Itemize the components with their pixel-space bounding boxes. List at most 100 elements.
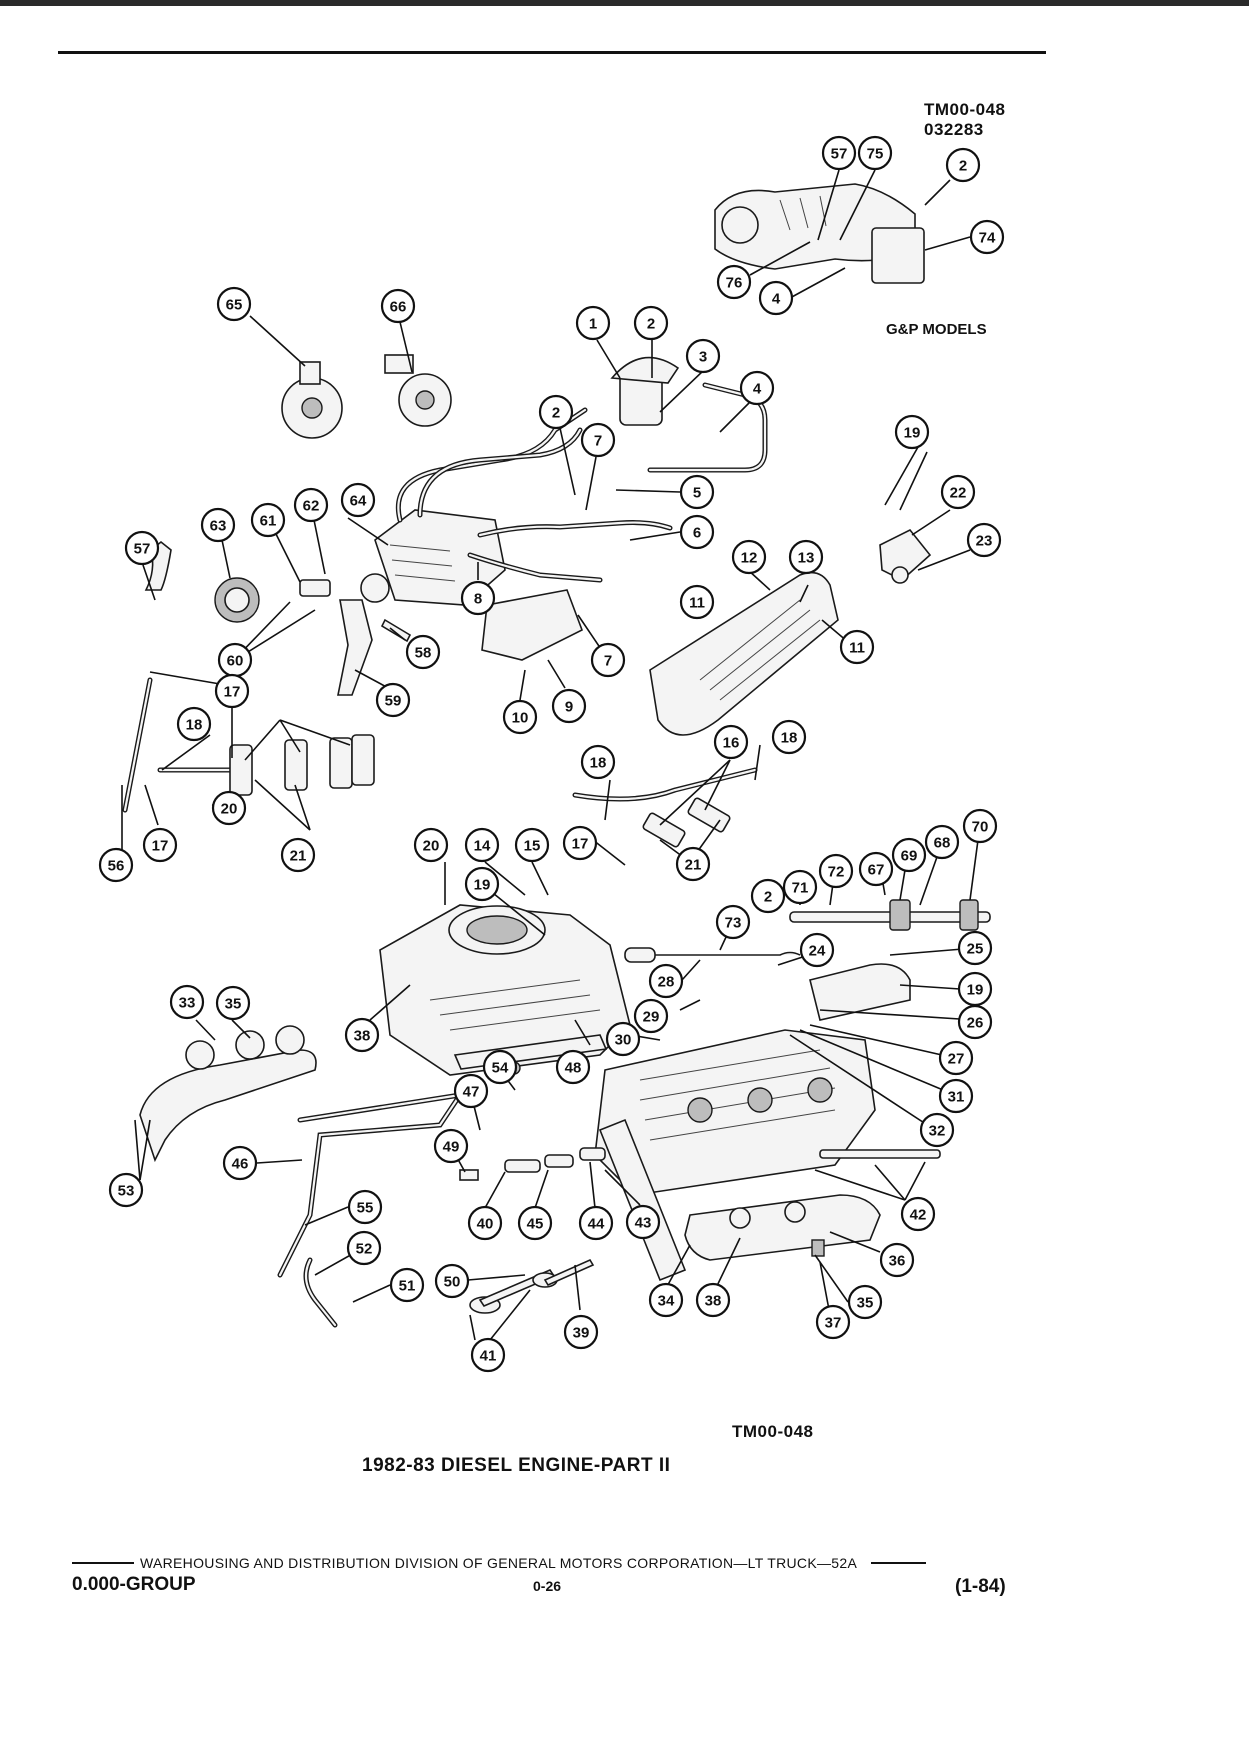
- svg-text:17: 17: [572, 836, 589, 853]
- callout-15: 15: [514, 827, 550, 863]
- callout-23: 23: [966, 522, 1002, 558]
- cylinder-head: [594, 963, 911, 1282]
- callout-27: 27: [938, 1040, 974, 1076]
- callout-20: 20: [211, 790, 247, 826]
- callout-41: 41: [470, 1337, 506, 1373]
- svg-text:29: 29: [643, 1009, 660, 1026]
- callout-8: 8: [460, 580, 496, 616]
- callout-35: 35: [215, 985, 251, 1021]
- callout-42: 42: [900, 1196, 936, 1232]
- svg-text:62: 62: [303, 498, 320, 515]
- svg-text:24: 24: [809, 943, 826, 960]
- svg-text:18: 18: [186, 717, 203, 734]
- callout-30: 30: [605, 1021, 641, 1057]
- svg-text:59: 59: [385, 693, 402, 710]
- svg-text:60: 60: [227, 653, 244, 670]
- callout-47: 47: [453, 1073, 489, 1109]
- callout-62: 62: [293, 487, 329, 523]
- svg-text:50: 50: [444, 1274, 461, 1291]
- svg-text:21: 21: [685, 857, 702, 874]
- svg-text:9: 9: [565, 699, 573, 716]
- svg-text:20: 20: [221, 801, 238, 818]
- callout-26: 26: [957, 1004, 993, 1040]
- svg-text:31: 31: [948, 1089, 965, 1106]
- callout-2: 2: [750, 878, 786, 914]
- svg-text:30: 30: [615, 1032, 632, 1049]
- svg-text:71: 71: [792, 880, 809, 897]
- svg-text:20: 20: [423, 838, 440, 855]
- svg-text:69: 69: [901, 848, 918, 865]
- svg-text:2: 2: [647, 316, 655, 333]
- callout-14: 14: [464, 827, 500, 863]
- svg-text:73: 73: [725, 915, 742, 932]
- callout-64: 64: [340, 482, 376, 518]
- callout-70: 70: [962, 808, 998, 844]
- svg-text:55: 55: [357, 1200, 374, 1217]
- callout-12: 12: [731, 539, 767, 575]
- svg-text:19: 19: [904, 425, 921, 442]
- svg-text:61: 61: [260, 513, 277, 530]
- callout-21: 21: [280, 837, 316, 873]
- callout-16: 16: [713, 724, 749, 760]
- callout-37: 37: [815, 1304, 851, 1340]
- footer-division-line: WAREHOUSING AND DISTRIBUTION DIVISION OF…: [72, 1555, 927, 1571]
- svg-text:44: 44: [588, 1216, 605, 1233]
- callout-13: 13: [788, 539, 824, 575]
- svg-text:49: 49: [443, 1139, 460, 1156]
- svg-text:11: 11: [689, 595, 705, 612]
- callout-72: 72: [818, 853, 854, 889]
- callout-18: 18: [176, 706, 212, 742]
- svg-text:75: 75: [867, 146, 884, 163]
- svg-text:18: 18: [781, 730, 798, 747]
- svg-text:39: 39: [573, 1325, 590, 1342]
- svg-text:65: 65: [226, 297, 243, 314]
- callout-51: 51: [389, 1267, 425, 1303]
- callout-7: 7: [590, 642, 626, 678]
- svg-text:19: 19: [474, 877, 491, 894]
- svg-text:48: 48: [565, 1060, 582, 1077]
- callout-2: 2: [538, 394, 574, 430]
- callout-76: 76: [716, 264, 752, 300]
- svg-text:6: 6: [693, 525, 701, 542]
- callout-34: 34: [648, 1282, 684, 1318]
- callout-19: 19: [464, 866, 500, 902]
- reference-date: 032283: [924, 120, 984, 139]
- fuel-return-lines-left: [122, 540, 375, 813]
- callout-63: 63: [200, 507, 236, 543]
- reference-code: TM00-048: [924, 100, 1006, 119]
- callout-2: 2: [945, 147, 981, 183]
- svg-text:22: 22: [950, 485, 967, 502]
- callout-11: 11: [679, 584, 715, 620]
- svg-text:21: 21: [290, 848, 307, 865]
- svg-text:13: 13: [798, 550, 815, 567]
- callout-45: 45: [517, 1205, 553, 1241]
- intake-manifold: [379, 904, 631, 1076]
- callout-17: 17: [214, 673, 250, 709]
- callout-46: 46: [222, 1145, 258, 1181]
- callout-67: 67: [858, 851, 894, 887]
- callout-17: 17: [142, 827, 178, 863]
- svg-text:47: 47: [463, 1084, 480, 1101]
- callout-53: 53: [108, 1172, 144, 1208]
- svg-text:64: 64: [350, 493, 367, 510]
- callout-22: 22: [940, 474, 976, 510]
- svg-text:28: 28: [658, 974, 675, 991]
- svg-text:17: 17: [224, 684, 241, 701]
- drive-gear-parts: [214, 577, 412, 696]
- svg-text:8: 8: [474, 591, 482, 608]
- svg-text:37: 37: [825, 1315, 842, 1332]
- callout-38: 38: [344, 1017, 380, 1053]
- callout-1: 1: [575, 305, 611, 341]
- callout-56: 56: [98, 847, 134, 883]
- svg-text:12: 12: [741, 550, 758, 567]
- footer-rule-right: [871, 1562, 927, 1564]
- svg-text:17: 17: [152, 838, 169, 855]
- callout-28: 28: [648, 963, 684, 999]
- svg-text:40: 40: [477, 1216, 494, 1233]
- callout-25: 25: [957, 930, 993, 966]
- svg-text:66: 66: [390, 299, 407, 316]
- svg-text:25: 25: [967, 941, 984, 958]
- svg-text:32: 32: [929, 1123, 946, 1140]
- footer-rule-left: [72, 1562, 134, 1564]
